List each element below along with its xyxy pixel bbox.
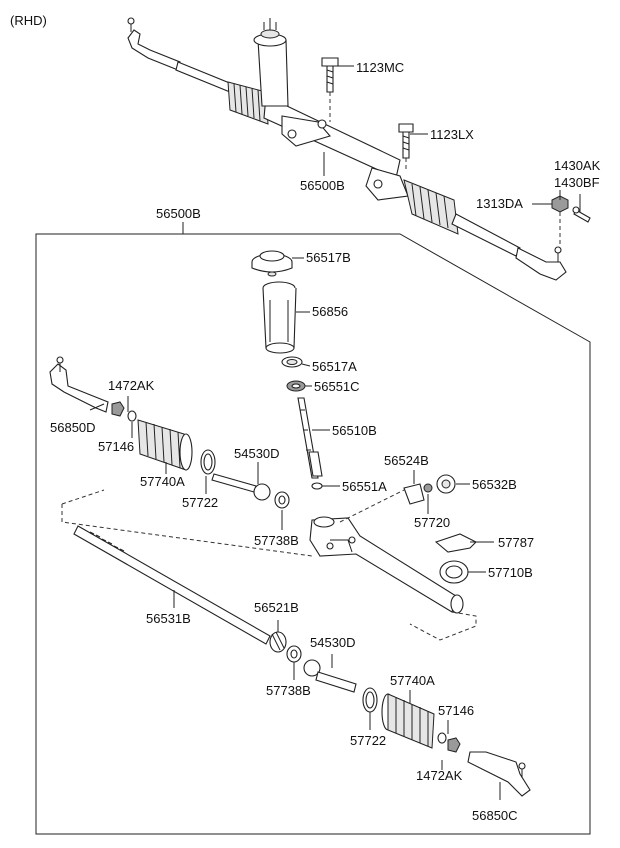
callout-57787: 57787 <box>498 535 534 550</box>
callout-56531B: 56531B <box>146 611 191 626</box>
callout-56551A: 56551A <box>342 479 387 494</box>
callout-56517B: 56517B <box>306 250 351 265</box>
callout-56850D: 56850D <box>50 420 96 435</box>
pinion-boot-stack <box>251 250 340 490</box>
callout-57722-upper: 57722 <box>182 495 218 510</box>
callout-1123MC: 1123MC <box>356 60 404 75</box>
callout-1472AK-upper: 1472AK <box>108 378 155 393</box>
callout-1430AK: 1430AK <box>554 158 601 173</box>
callout-57738B-upper: 57738B <box>254 533 299 548</box>
support-parts <box>403 470 494 584</box>
callout-56500B-exploded: 56500B <box>156 206 201 221</box>
callout-56521B: 56521B <box>254 600 299 615</box>
callout-56517A: 56517A <box>312 359 357 374</box>
callout-57720: 57720 <box>414 515 450 530</box>
callout-57710B: 57710B <box>488 565 533 580</box>
callout-57146-upper: 57146 <box>98 439 134 454</box>
steering-gear-assembly <box>127 17 591 281</box>
callout-56532B: 56532B <box>472 477 517 492</box>
rack-and-right-tie-rod-parts <box>73 525 531 800</box>
callout-57738B-lower: 57738B <box>266 683 311 698</box>
callout-57146-lower: 57146 <box>438 703 474 718</box>
exploded-view-frame <box>35 222 591 835</box>
left-tie-rod-parts <box>49 356 290 530</box>
rack-housing <box>61 489 477 641</box>
callout-56551C: 56551C <box>314 379 360 394</box>
callout-1123LX: 1123LX <box>430 127 474 142</box>
callout-57722-lower: 57722 <box>350 733 386 748</box>
callout-1430BF: 1430BF <box>554 175 600 190</box>
callout-54530D-lower: 54530D <box>310 635 356 650</box>
callout-54530D-upper: 54530D <box>234 446 280 461</box>
callout-56850C: 56850C <box>472 808 518 823</box>
variant-label: (RHD) <box>10 13 47 28</box>
callout-56510B: 56510B <box>332 423 377 438</box>
callout-1313DA: 1313DA <box>476 196 523 211</box>
callout-57740A-upper: 57740A <box>140 474 185 489</box>
callout-56500B-assembly: 56500B <box>300 178 345 193</box>
callout-57740A-lower: 57740A <box>390 673 435 688</box>
callout-56856: 56856 <box>312 304 348 319</box>
callout-1472AK-lower: 1472AK <box>416 768 463 783</box>
callout-56524B: 56524B <box>384 453 429 468</box>
